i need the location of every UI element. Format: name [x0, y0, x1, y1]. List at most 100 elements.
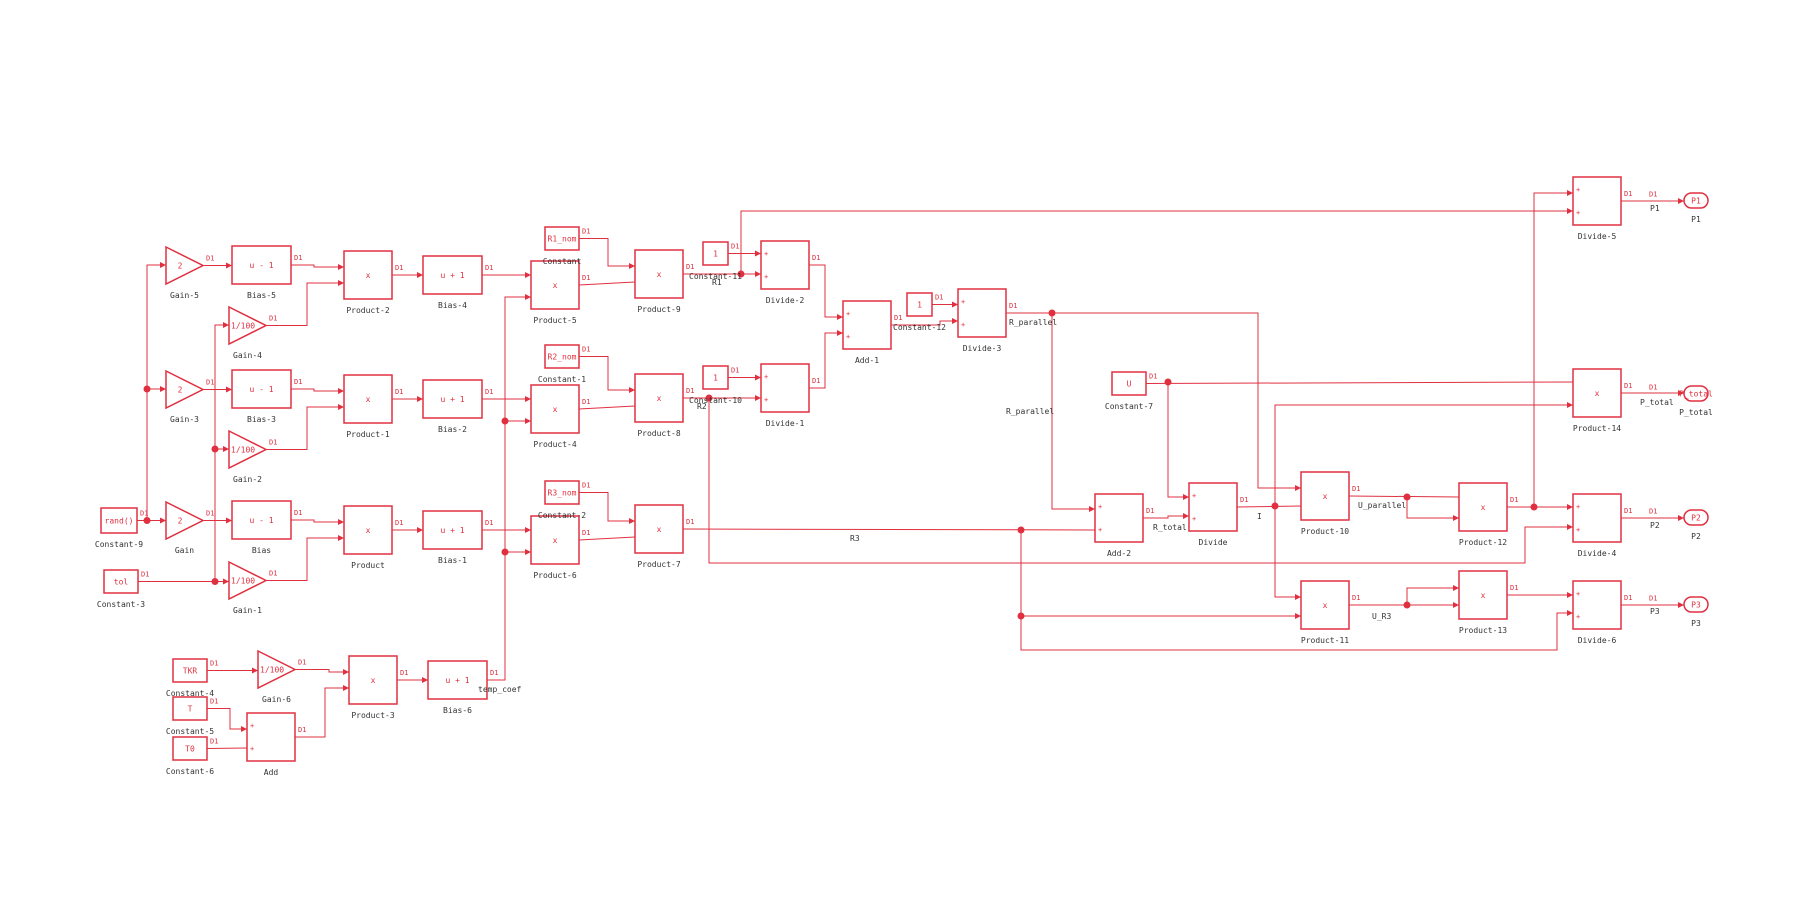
wire	[891, 320, 958, 326]
port-sign: +	[1098, 503, 1102, 511]
block-text: R1_nom	[548, 235, 577, 244]
block-rect	[343, 374, 393, 424]
wire-arrow	[223, 322, 229, 328]
gain-triangle	[257, 649, 297, 690]
block-label: Product-2	[346, 306, 390, 315]
block-label: Constant-5	[166, 727, 214, 736]
wire	[708, 398, 1573, 564]
port-datatype: D1	[269, 570, 277, 578]
block-text: 1/100	[231, 322, 255, 331]
wire	[291, 388, 344, 392]
block-label: Bias-6	[443, 706, 472, 715]
wire-arrow	[755, 271, 761, 277]
block-rect	[422, 510, 483, 550]
block-text: P_total	[1679, 390, 1713, 399]
wire-arrow	[1567, 592, 1573, 598]
block-rect	[172, 736, 208, 761]
port-datatype: D1	[582, 228, 590, 236]
block-label: Gain-4	[233, 351, 262, 360]
wire-arrow	[338, 280, 344, 286]
block-text: 2	[178, 517, 183, 526]
block-label: Constant-7	[1105, 402, 1153, 411]
block-label: Constant-3	[97, 600, 145, 609]
block-label: Divide-6	[1578, 636, 1617, 645]
wire	[266, 282, 344, 326]
block-label: Constant-6	[166, 767, 214, 776]
wire-arrow	[252, 667, 258, 674]
wire-arrow	[525, 272, 531, 278]
port-datatype: D1	[395, 264, 403, 272]
signal-label: P2	[1650, 521, 1660, 530]
port-sign: +	[961, 298, 965, 306]
port-datatype: D1	[812, 377, 820, 385]
block-label: Constant	[543, 257, 582, 266]
signal-labels: R1R2R_parallelR_parallelR3R_totalIU_para…	[478, 204, 1674, 694]
wire-arrow	[1678, 390, 1684, 396]
block-text: 1/100	[231, 577, 255, 586]
wire-arrow	[343, 669, 349, 675]
wire	[266, 537, 344, 581]
wire-arrow	[1678, 198, 1684, 204]
port-datatype: D1	[485, 388, 493, 396]
block-label: Gain-2	[233, 475, 262, 484]
block-rect	[530, 260, 580, 310]
wire	[291, 519, 344, 523]
wire	[809, 264, 843, 318]
